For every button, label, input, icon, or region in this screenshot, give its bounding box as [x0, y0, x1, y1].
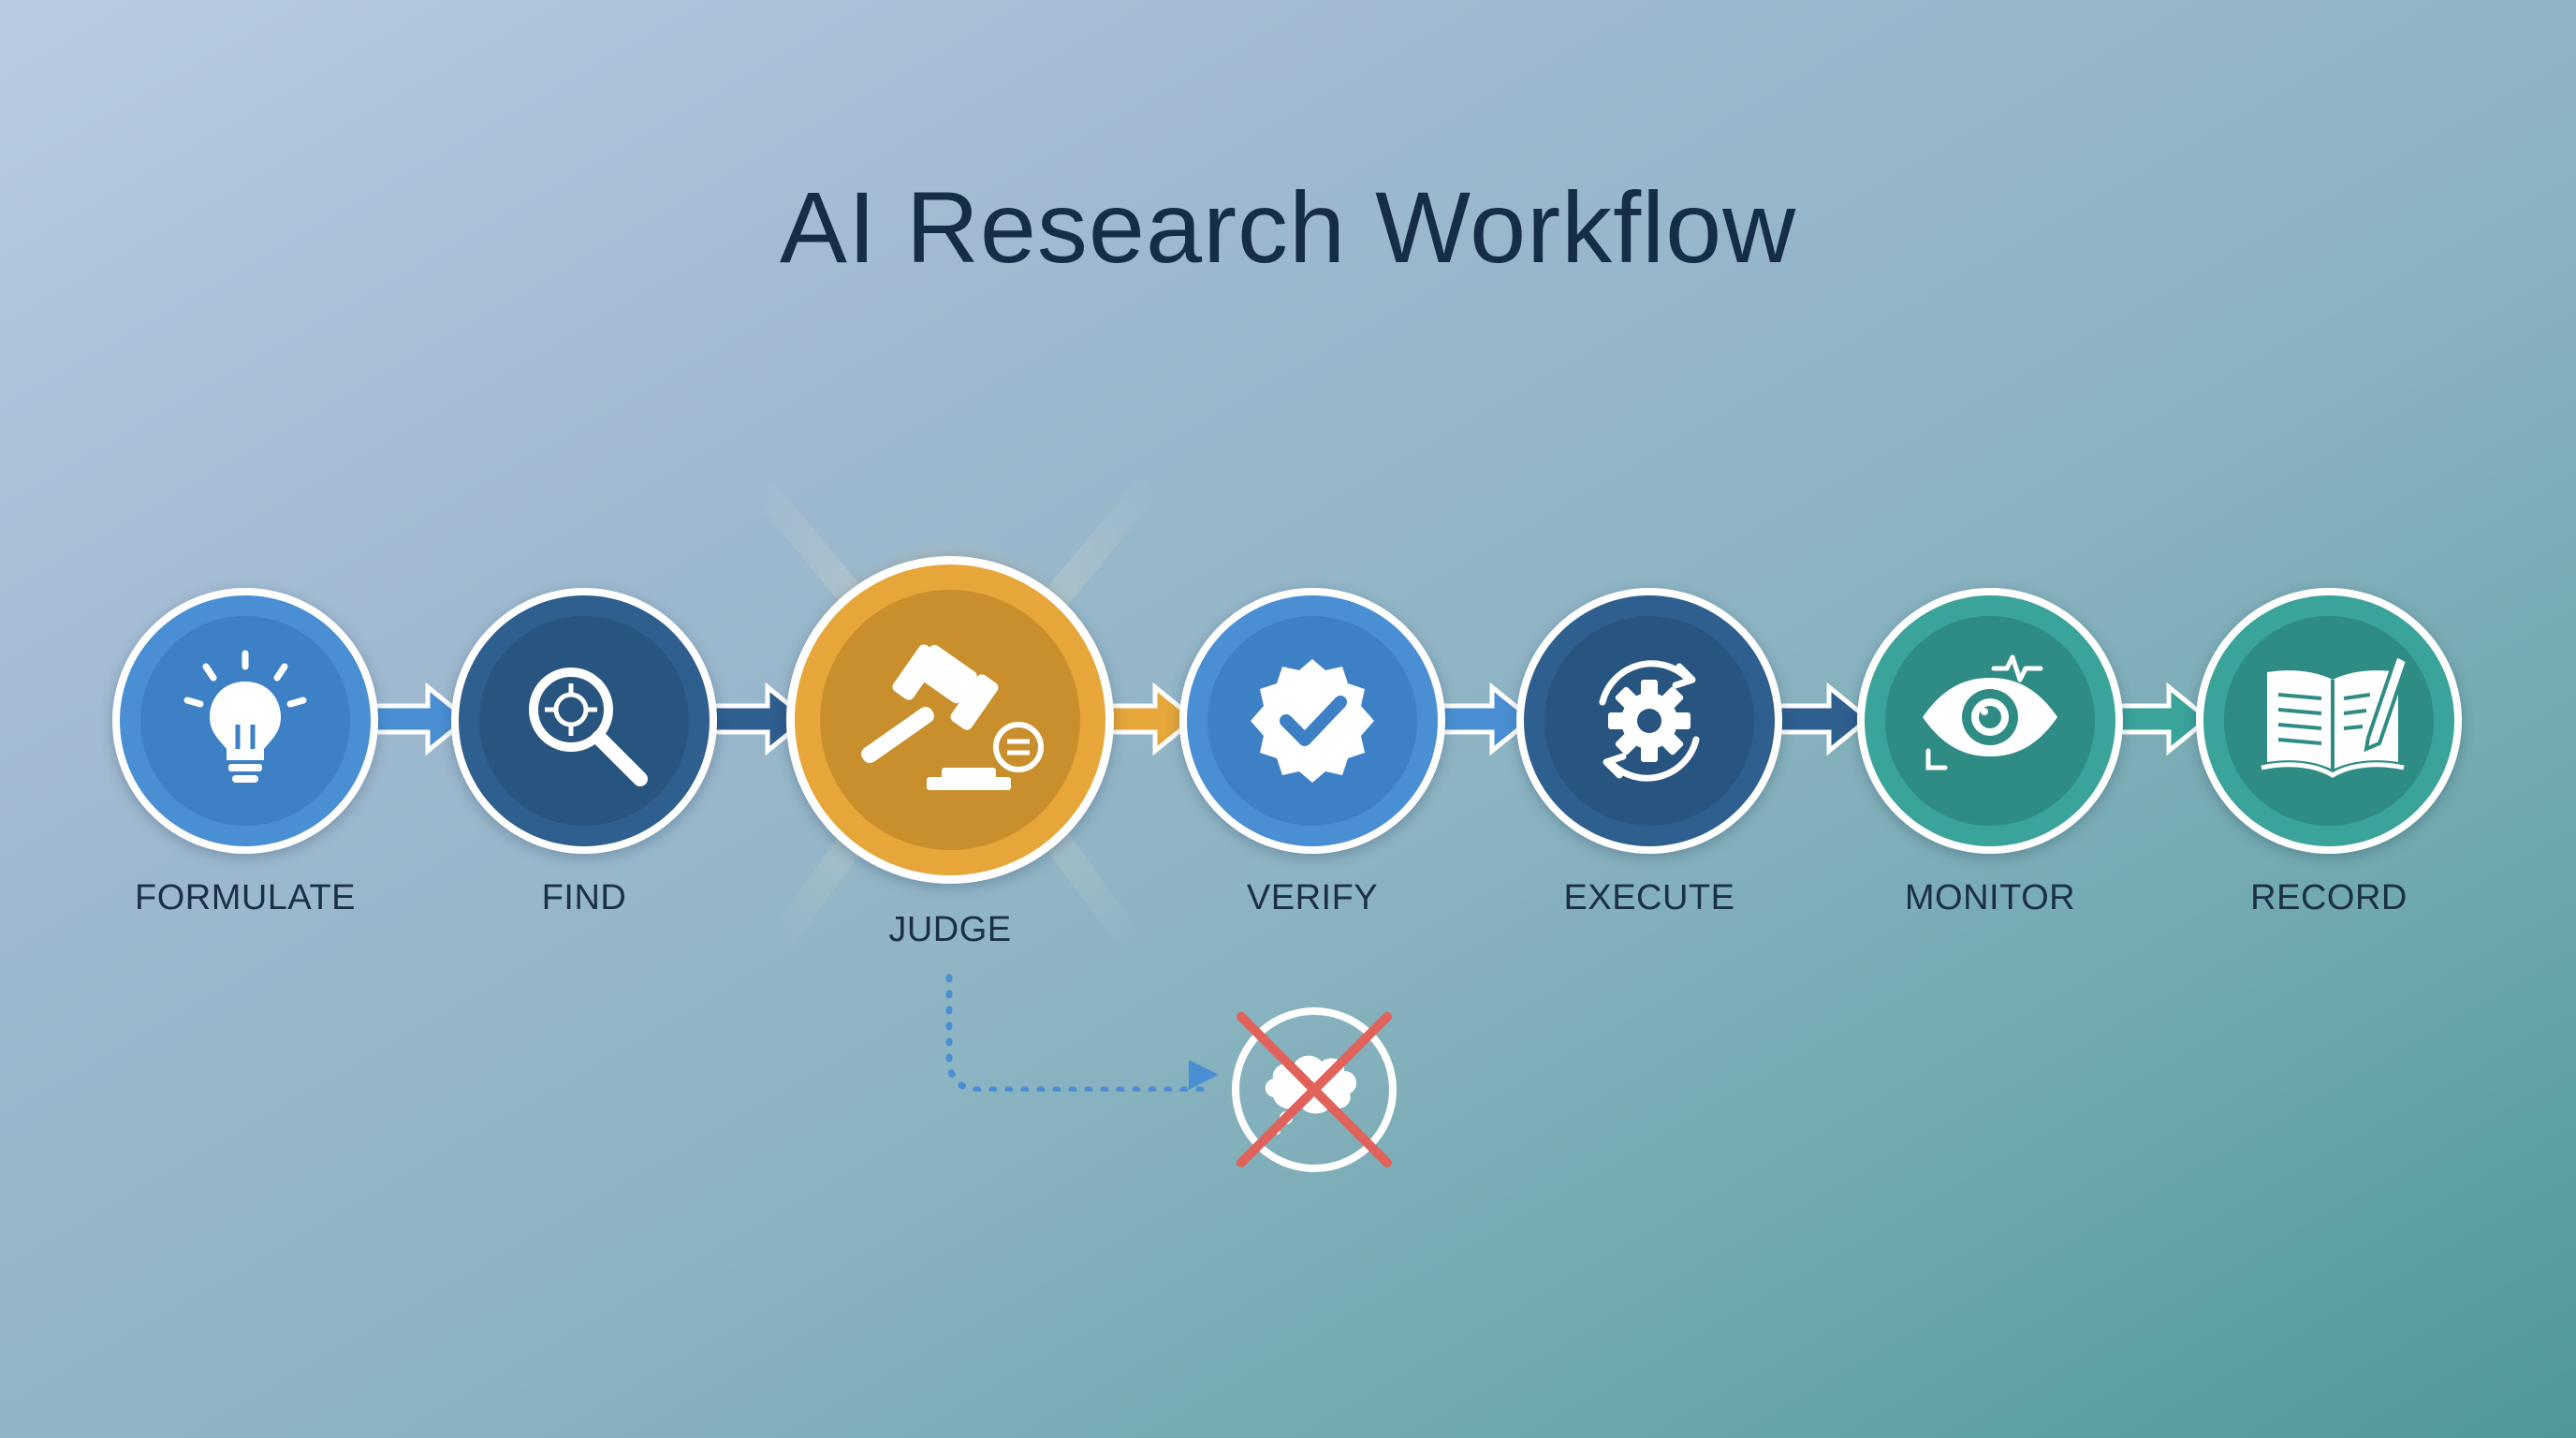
verified-badge-icon [1251, 659, 1374, 783]
dotted-branch-arrow [945, 974, 1219, 1092]
step-label: FORMULATE [134, 878, 357, 917]
step-label: MONITOR [1904, 878, 2076, 917]
gear-cycle-icon [1599, 660, 1700, 782]
eye-pulse-icon [1923, 654, 2057, 770]
arrow-formulate-find [370, 682, 471, 756]
open-book-pen-icon [2261, 653, 2408, 778]
crossed-out-brain-cloud-icon [1232, 1007, 1397, 1172]
page-title: AI Research Workflow [779, 170, 1797, 284]
gavel-icon [861, 644, 1044, 790]
step-label: VERIFY [1246, 878, 1379, 917]
magnifier-target-icon [529, 668, 648, 786]
step-label: RECORD [2250, 878, 2408, 917]
step-label: FIND [541, 878, 627, 917]
step-label: JUDGE [888, 910, 1012, 949]
step-label: EXECUTE [1563, 878, 1735, 917]
lightbulb-icon [183, 650, 307, 783]
